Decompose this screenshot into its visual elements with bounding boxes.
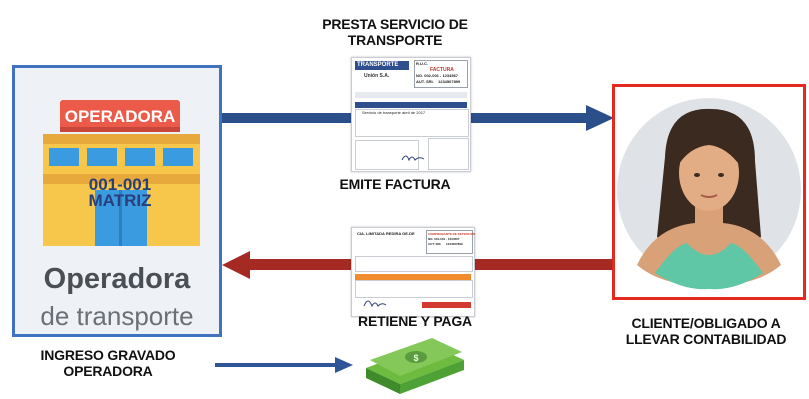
caption-invoice: EMITE FACTURA [339, 176, 451, 192]
client-card [612, 84, 806, 300]
invoice-doc-type: FACTURA [430, 67, 454, 73]
operator-subtitle: de transporte [40, 301, 194, 331]
invoice-auth-number: 1234567899 [438, 79, 461, 84]
withholding-auth-number: 1234567899 [446, 242, 463, 246]
establishment-code: 001-001 [89, 175, 151, 194]
withholding-company: CIA. LIMITADA REDIRA GE.DE [357, 231, 415, 236]
caption-service: PRESTA SERVICIO DE TRANSPORTE [322, 16, 468, 48]
invoice-document: TRANSPORTE Unión S.A. R.U.C. FACTURA NO.… [351, 57, 471, 172]
caption-income: INGRESO GRAVADO OPERADORA [40, 347, 176, 379]
woman-avatar-icon [617, 98, 801, 290]
invoice-ruc-label: R.U.C. [416, 61, 428, 66]
withholding-document: CIA. LIMITADA REDIRA GE.DE COMPROBANTE D… [351, 227, 475, 317]
withholding-doc-type: COMPROBANTE DE RETENCIÓN [428, 232, 476, 236]
money-stack-icon: $ [366, 338, 464, 394]
operator-title: Operadora [43, 263, 191, 295]
signature-mark [363, 300, 387, 308]
operator-sign-text: OPERADORA [65, 107, 176, 126]
invoice-company: TRANSPORTE [357, 62, 399, 68]
caption-client: CLIENTE/OBLIGADO A LLEVAR CONTABILIDAD [625, 315, 787, 347]
income-arrow [215, 357, 353, 373]
svg-text:$: $ [413, 353, 418, 363]
invoice-line-item: Servicio de transporte abril de 2017 [362, 110, 426, 115]
operator-card: OPERADORA 001-001 MATRIZ Operadora de tr… [12, 65, 222, 337]
signature-mark [401, 155, 425, 162]
caption-withhold: RETIENE Y PAGA [358, 313, 472, 329]
withholding-auth-label: AUT. SRI. [428, 242, 442, 246]
withholding-number: NO. 001-001 - 1234567 [428, 237, 460, 241]
invoice-auth-label: AUT. SRI. [416, 79, 434, 84]
building-icon: OPERADORA 001-001 MATRIZ [43, 100, 200, 246]
invoice-number: NO. 002-001 - 1234567 [416, 73, 459, 78]
branch-label: MATRIZ [89, 191, 152, 210]
invoice-company-sub: Unión S.A. [364, 73, 390, 79]
